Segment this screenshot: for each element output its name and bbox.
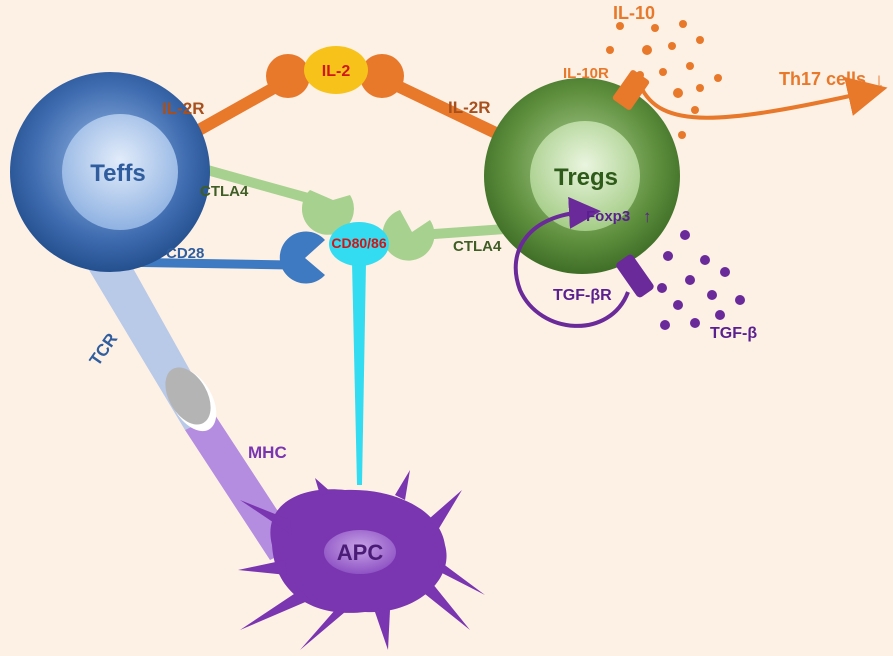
ctla4-right-label: CTLA4 [453,238,502,255]
tgfbr-label: TGF-βR [553,287,612,304]
il10r-label: IL-10R [563,65,609,82]
ctla4-links [198,163,521,261]
tgfb-dots [657,230,745,330]
teffs-cell [10,72,210,272]
tgfbr-receptor [616,254,654,298]
ctla4-left-receptor [301,190,354,235]
th17-label: Th17 cells [779,69,866,89]
il2-molecule [304,46,368,94]
il2-label: IL-2 [322,63,351,80]
il2r-links [187,46,503,141]
ctla4-left-label: CTLA4 [200,183,249,200]
il2r-left-receptor [266,54,310,98]
teffs-label: Teffs [90,160,146,187]
foxp3-up-arrow: ↑ [643,207,652,226]
cd28-label: CD28 [166,245,204,262]
tgfb-label: TGF-β [710,325,757,342]
il10r-receptor [612,70,650,110]
foxp3-label: Foxp3 [586,208,630,225]
ctla4-right-receptor [382,210,435,261]
il10-label: IL-10 [613,3,655,23]
il2r-left-label: IL-2R [162,99,205,118]
foxp3-feedback-loop [513,196,630,328]
tcr-mhc-connector [80,245,300,560]
th17-suppression-arrow [638,76,888,120]
il2r-right-receptor [360,54,404,98]
cd80-86-ligand [329,222,389,485]
tregs-label: Tregs [554,164,618,191]
apc-cell [238,470,485,650]
mhc-label: MHC [248,443,287,462]
il2r-right-label: IL-2R [448,98,491,117]
apc-label: APC [337,540,384,565]
cd28-receptor [279,231,325,284]
cd80-86-label: CD80/86 [331,235,386,251]
th17-down-arrow: ↓ [874,68,885,93]
il10-dots [606,20,722,139]
tregs-cell [484,78,680,274]
tcr-label: TCR [86,330,122,370]
